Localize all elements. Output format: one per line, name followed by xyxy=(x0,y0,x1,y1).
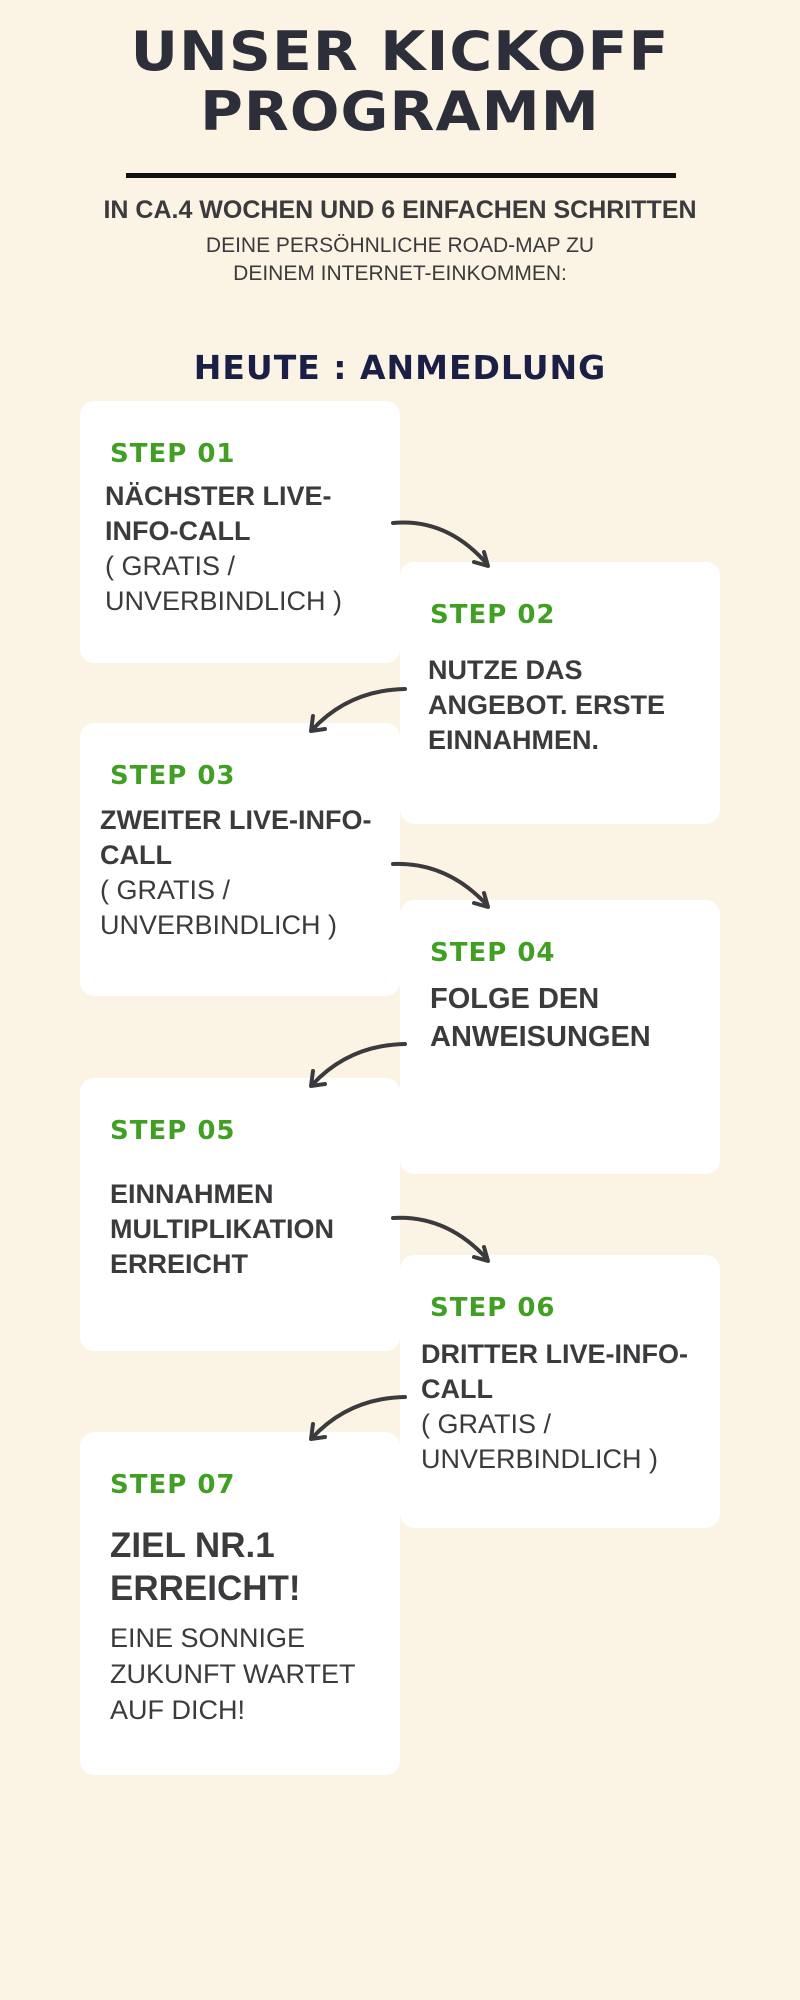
step-card-02: STEP 02 NUTZE DAS ANGEBOT. ERSTE EINNAHM… xyxy=(400,562,720,824)
step-card-01: STEP 01 NÄCHSTER LIVE- INFO-CALL ( GRATI… xyxy=(80,401,400,663)
step-title-line: ERREICHT xyxy=(110,1249,249,1279)
arrow-left-icon xyxy=(309,687,407,733)
step-title-line: EINNAHMEN xyxy=(110,1179,274,1209)
step-title-line: NUTZE DAS xyxy=(428,655,583,685)
title-line-1: UNSER KICKOFF xyxy=(130,20,670,83)
title-divider xyxy=(126,173,676,178)
step-title-line: ZIEL NR.1 xyxy=(110,1526,275,1565)
step-label: STEP 01 xyxy=(110,439,236,469)
step-title-line: ERREICHT! xyxy=(110,1569,301,1608)
step-text: ZWEITER LIVE-INFO- CALL ( GRATIS / UNVER… xyxy=(100,803,390,943)
intro-line-1: DEINE PERSÖHNLICHE ROAD-MAP ZU xyxy=(205,234,595,257)
step-title-line: NÄCHSTER LIVE- xyxy=(105,481,332,511)
step-note-line: ( GRATIS / xyxy=(421,1409,552,1439)
step-card-05: STEP 05 EINNAHMEN MULTIPLIKATION ERREICH… xyxy=(80,1078,400,1351)
step-text: NÄCHSTER LIVE- INFO-CALL ( GRATIS / UNVE… xyxy=(105,479,390,619)
step-note-line: ( GRATIS / xyxy=(100,875,231,905)
step-text: FOLGE DEN ANWEISUNGEN xyxy=(430,980,710,1056)
step-label: STEP 02 xyxy=(430,600,556,630)
subtitle: IN CA.4 WOCHEN UND 6 EINFACHEN SCHRITTEN xyxy=(103,196,697,224)
step-title-line: MULTIPLIKATION xyxy=(110,1214,334,1244)
step-title-line: CALL xyxy=(421,1374,493,1404)
step-title-line: INFO-CALL xyxy=(105,516,251,546)
arrow-right-icon xyxy=(391,520,490,568)
step-text: DRITTER LIVE-INFO- CALL ( GRATIS / UNVER… xyxy=(421,1337,710,1477)
step-note-line: EINE SONNIGE xyxy=(110,1623,306,1653)
step-title-line: ANGEBOT. ERSTE xyxy=(428,690,666,720)
step-title-line: CALL xyxy=(100,840,172,870)
step-card-07: STEP 07 ZIEL NR.1 ERREICHT! EINE SONNIGE… xyxy=(80,1432,400,1775)
today-heading: HEUTE : ANMEDLUNG xyxy=(193,348,607,387)
step-text: NUTZE DAS ANGEBOT. ERSTE EINNAHMEN. xyxy=(428,653,710,758)
step-card-03: STEP 03 ZWEITER LIVE-INFO- CALL ( GRATIS… xyxy=(80,723,400,996)
step-card-06: STEP 06 DRITTER LIVE-INFO- CALL ( GRATIS… xyxy=(400,1255,720,1528)
step-label: STEP 07 xyxy=(110,1470,236,1500)
arrow-left-icon xyxy=(309,1395,407,1441)
page-title: UNSER KICKOFF PROGRAMM xyxy=(0,22,800,142)
step-text: EINNAHMEN MULTIPLIKATION ERREICHT xyxy=(110,1177,390,1282)
step-text: ZIEL NR.1 ERREICHT! EINE SONNIGE ZUKUNFT… xyxy=(110,1524,390,1728)
intro-text: DEINE PERSÖHNLICHE ROAD-MAP ZU DEINEM IN… xyxy=(0,232,800,288)
step-title-line: FOLGE DEN xyxy=(430,983,600,1015)
step-label: STEP 04 xyxy=(430,938,556,968)
arrow-left-icon xyxy=(309,1042,407,1088)
step-title-line: EINNAHMEN. xyxy=(428,725,600,755)
step-label: STEP 03 xyxy=(110,761,236,791)
step-note-line: UNVERBINDLICH ) xyxy=(105,586,343,616)
arrow-right-icon xyxy=(391,861,490,909)
step-label: STEP 05 xyxy=(110,1116,236,1146)
arrow-right-icon xyxy=(391,1215,490,1263)
step-card-04: STEP 04 FOLGE DEN ANWEISUNGEN xyxy=(400,900,720,1174)
step-label: STEP 06 xyxy=(430,1293,556,1323)
step-note-line: ( GRATIS / xyxy=(105,551,236,581)
step-title-line: DRITTER LIVE-INFO- xyxy=(421,1339,688,1369)
intro-line-2: DEINEM INTERNET-EINKOMMEN: xyxy=(233,262,567,285)
title-line-2: PROGRAMM xyxy=(200,80,600,143)
step-title-line: ZWEITER LIVE-INFO- xyxy=(100,805,372,835)
step-title-line: ANWEISUNGEN xyxy=(430,1021,651,1053)
step-note-line: UNVERBINDLICH ) xyxy=(421,1444,659,1474)
step-note-line: ZUKUNFT WARTET xyxy=(110,1659,356,1689)
step-note-line: UNVERBINDLICH ) xyxy=(100,910,338,940)
step-note-line: AUF DICH! xyxy=(110,1695,245,1725)
